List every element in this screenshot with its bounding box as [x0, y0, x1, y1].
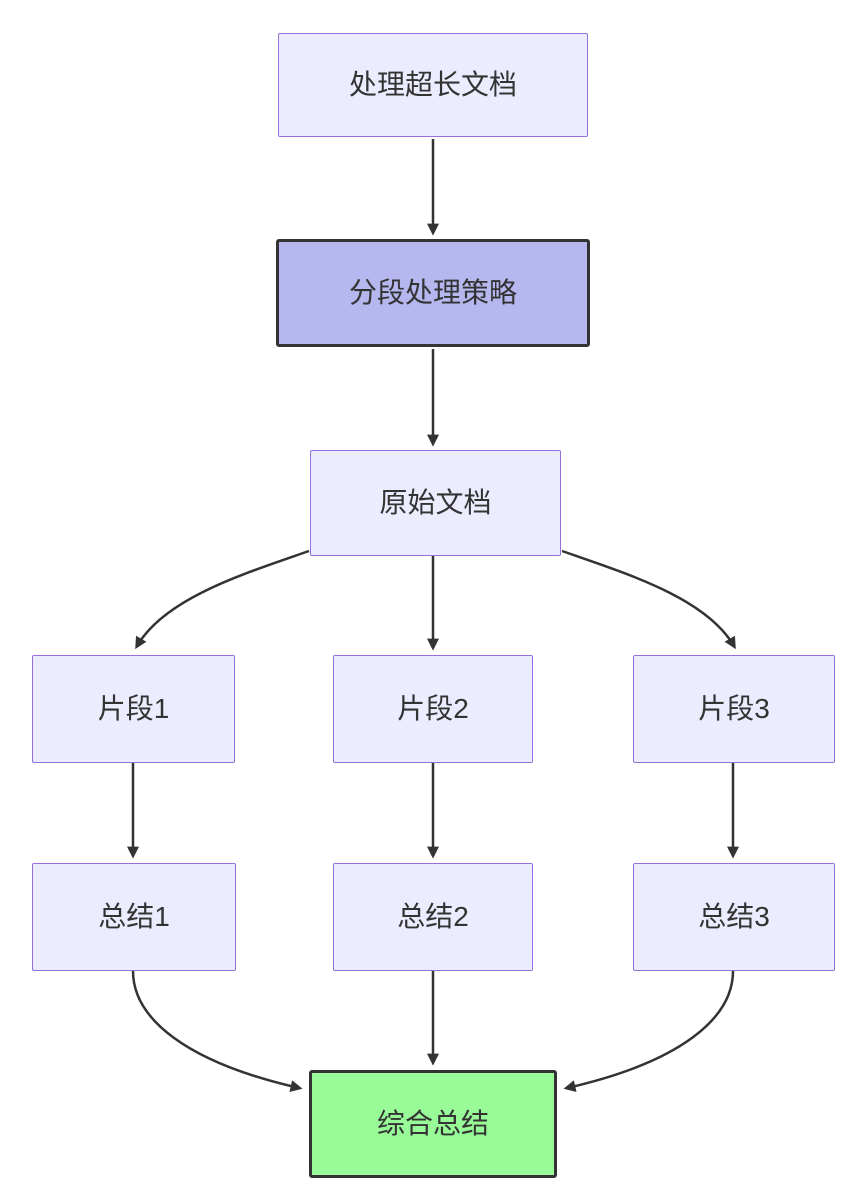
node-process-long-doc-label: 处理超长文档 [348, 69, 517, 101]
node-original-document: 原始文档 [310, 450, 561, 556]
node-fragment-2-label: 片段2 [397, 693, 469, 725]
node-process-long-doc: 处理超长文档 [278, 33, 588, 137]
node-fragment-1-label: 片段1 [97, 693, 170, 725]
edge-original-document-to-fragment-1 [135, 549, 310, 650]
node-summary-1-label: 总结1 [98, 901, 170, 933]
node-fragment-1: 片段1 [32, 655, 235, 763]
node-summary-3: 总结3 [633, 863, 835, 971]
node-final-summary-label: 综合总结 [376, 1108, 489, 1140]
node-summary-2-label: 总结2 [397, 901, 469, 933]
node-segmentation-strategy: 分段处理策略 [276, 239, 590, 347]
node-fragment-3: 片段3 [633, 655, 835, 763]
node-summary-1: 总结1 [32, 863, 236, 971]
edge-summary-1-to-final-summary [131, 970, 303, 1092]
node-fragment-3-label: 片段3 [698, 693, 770, 725]
node-summary-2: 总结2 [333, 863, 533, 971]
node-final-summary: 综合总结 [309, 1070, 557, 1178]
node-segmentation-strategy-label: 分段处理策略 [348, 277, 517, 309]
node-summary-3-label: 总结3 [698, 901, 770, 933]
node-fragment-2: 片段2 [333, 655, 533, 763]
edge-original-document-to-fragment-3 [561, 549, 736, 650]
node-original-document-label: 原始文档 [379, 487, 492, 519]
edge-summary-3-to-final-summary [563, 970, 735, 1092]
